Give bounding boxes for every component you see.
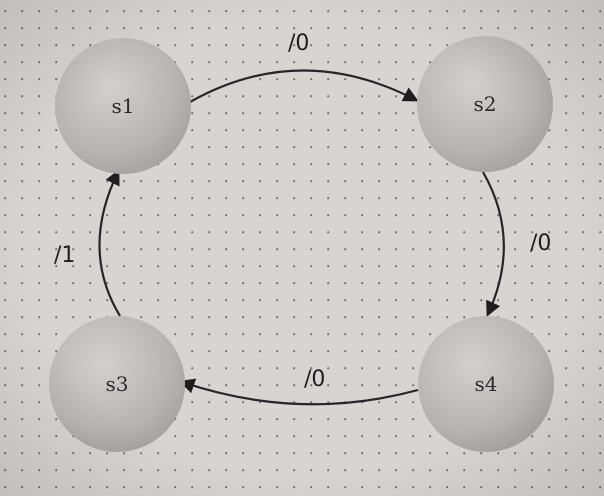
state-diagram: /0 /0 /0 /1 s1 s2 s3 s4 [0, 0, 604, 496]
photo-vignette [0, 0, 604, 496]
